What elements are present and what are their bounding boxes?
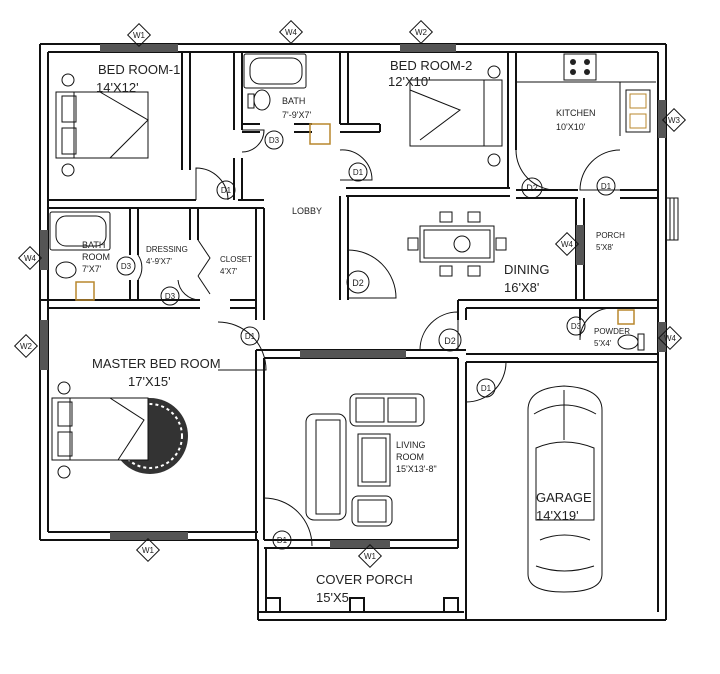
bathtub-icon bbox=[49, 211, 111, 301]
door-tag-d1: D1 bbox=[348, 162, 368, 182]
dining-table-icon bbox=[407, 211, 507, 277]
room-size-master: 17'X15' bbox=[128, 374, 171, 389]
window-tag-w1: W1 bbox=[126, 22, 152, 48]
room-labels: BED ROOM-1 14'X12' BATH 7'-9'X7' BED ROO… bbox=[82, 58, 630, 605]
interior-walls bbox=[40, 52, 658, 620]
svg-text:D1: D1 bbox=[481, 384, 492, 393]
door-tag-d1: D1 bbox=[596, 176, 616, 196]
svg-text:W2: W2 bbox=[20, 342, 33, 351]
room-name2-bath2: ROOM bbox=[82, 252, 110, 262]
room-size-porch: 5'X8' bbox=[596, 243, 614, 252]
room-name-bed2: BED ROOM-2 bbox=[390, 58, 472, 73]
window-tag-w3: W3 bbox=[661, 107, 687, 133]
door-tag-d3: D3 bbox=[566, 316, 586, 336]
room-name-powder: POWDER bbox=[594, 327, 630, 336]
window-tag-w4: W4 bbox=[554, 231, 580, 257]
room-size-bed2: 12'X10' bbox=[388, 74, 431, 89]
room-name-kitchen: KITCHEN bbox=[556, 108, 596, 118]
door-tag-d2: D2 bbox=[438, 328, 462, 352]
door-swings bbox=[137, 129, 621, 547]
window-tag-w4: W4 bbox=[278, 19, 304, 45]
door-tag-d2: D2 bbox=[346, 270, 370, 294]
room-size-bath1: 7'-9'X7' bbox=[282, 110, 311, 120]
room-name-bath2: BATH bbox=[82, 240, 105, 250]
svg-text:W4: W4 bbox=[24, 254, 37, 263]
room-name-dining: DINING bbox=[504, 262, 550, 277]
door-tag-d3: D3 bbox=[116, 256, 136, 276]
sofa-set-icon bbox=[305, 393, 425, 527]
svg-text:W4: W4 bbox=[561, 240, 574, 249]
room-size-cover-porch: 15'X5 bbox=[316, 590, 349, 605]
door-tag-d3: D3 bbox=[160, 286, 180, 306]
bed-icon bbox=[55, 73, 149, 177]
window-tag-w2: W2 bbox=[13, 333, 39, 359]
svg-text:W1: W1 bbox=[142, 546, 155, 555]
svg-text:D1: D1 bbox=[277, 536, 288, 545]
svg-text:D1: D1 bbox=[245, 332, 256, 341]
window-tag-w2: W2 bbox=[408, 19, 434, 45]
room-size-kitchen: 10'X10' bbox=[556, 122, 586, 132]
svg-text:D1: D1 bbox=[601, 182, 612, 191]
stove-icon bbox=[516, 53, 656, 136]
door-tag-d1: D1 bbox=[272, 530, 292, 550]
room-size-dining: 16'X8' bbox=[504, 280, 539, 295]
svg-text:W1: W1 bbox=[364, 552, 377, 561]
toilet-icon bbox=[617, 309, 645, 351]
room-name-garage: GARAGE bbox=[536, 490, 592, 505]
window-tag-w1: W1 bbox=[357, 543, 383, 569]
room-size-bed1: 14'X12' bbox=[96, 80, 139, 95]
room-size-closet: 4'X7' bbox=[220, 267, 238, 276]
svg-text:W2: W2 bbox=[415, 28, 428, 37]
master-bed-icon bbox=[51, 381, 188, 479]
windows bbox=[40, 44, 666, 548]
room-name2-living: ROOM bbox=[396, 452, 424, 462]
room-name-bed1: BED ROOM-1 bbox=[98, 62, 180, 77]
bathtub-icon bbox=[243, 53, 331, 145]
room-name-dressing: DRESSING bbox=[146, 245, 188, 254]
door-tag-d1: D1 bbox=[216, 180, 236, 200]
door-tags: D1 D3 D1 D2 D1 D3 D3 D2 D2 D1 D3 D1 D1 bbox=[116, 130, 616, 550]
room-name-master: MASTER BED ROOM bbox=[92, 356, 221, 371]
svg-text:D3: D3 bbox=[121, 262, 132, 271]
room-size-garage: 14'X19' bbox=[536, 508, 579, 523]
room-size-dressing: 4'-9'X7' bbox=[146, 257, 172, 266]
svg-text:D2: D2 bbox=[444, 336, 456, 346]
svg-text:D3: D3 bbox=[269, 136, 280, 145]
room-name-cover-porch: COVER PORCH bbox=[316, 572, 413, 587]
svg-text:D3: D3 bbox=[571, 322, 582, 331]
steps-icon bbox=[665, 197, 679, 241]
window-tag-w4: W4 bbox=[17, 245, 43, 271]
door-tag-d2: D2 bbox=[521, 177, 543, 199]
door-tag-d1: D1 bbox=[240, 326, 260, 346]
room-name-bath1: BATH bbox=[282, 96, 305, 106]
svg-text:D3: D3 bbox=[165, 292, 176, 301]
room-name-living: LIVING bbox=[396, 440, 426, 450]
window-tag-w4: W4 bbox=[657, 325, 683, 351]
room-name-porch: PORCH bbox=[596, 231, 625, 240]
svg-text:D1: D1 bbox=[221, 186, 232, 195]
window-tags: W1 W4 W2 W3 W4 W4 W4 W2 W1 W1 bbox=[13, 19, 687, 569]
car-icon bbox=[527, 385, 603, 593]
window-tag-w1: W1 bbox=[135, 537, 161, 563]
room-size-powder: 5'X4' bbox=[594, 339, 612, 348]
svg-text:D1: D1 bbox=[353, 168, 364, 177]
svg-text:W1: W1 bbox=[133, 31, 146, 40]
room-name-closet: CLOSET bbox=[220, 255, 252, 264]
svg-text:D2: D2 bbox=[526, 183, 538, 193]
room-size-living: 15'X13'-8" bbox=[396, 464, 437, 474]
svg-text:W4: W4 bbox=[285, 28, 298, 37]
svg-text:W4: W4 bbox=[664, 334, 677, 343]
door-tag-d1: D1 bbox=[476, 378, 496, 398]
room-size-bath2: 7'X7' bbox=[82, 264, 102, 274]
svg-text:D2: D2 bbox=[352, 278, 364, 288]
svg-text:W3: W3 bbox=[668, 116, 681, 125]
door-tag-d3: D3 bbox=[264, 130, 284, 150]
room-name-lobby: LOBBY bbox=[292, 206, 322, 216]
bed-icon bbox=[409, 65, 503, 167]
